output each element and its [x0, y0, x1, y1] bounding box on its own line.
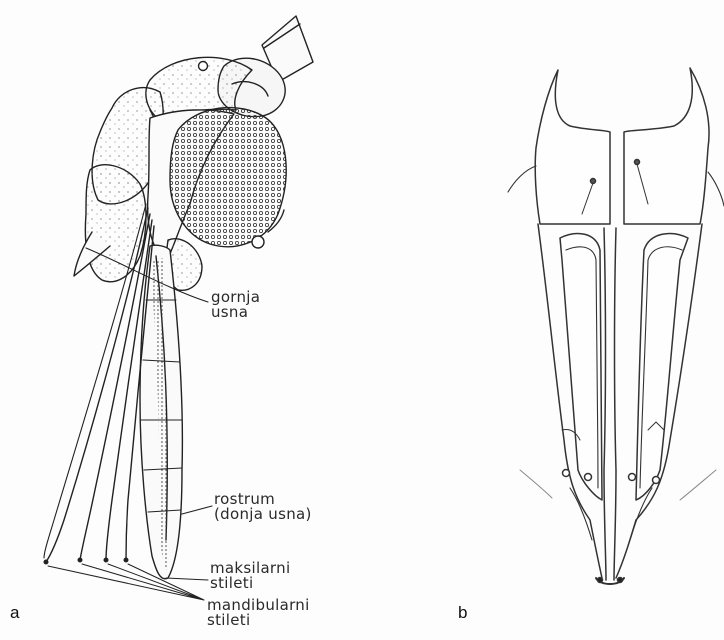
leader-maxillary	[166, 578, 208, 580]
label-rostrum: rostrum (donja usna)	[214, 492, 312, 522]
central-duct	[604, 228, 616, 580]
panel-b-drawing	[508, 68, 724, 584]
label-mandibular-stylets: mandibularni stileti	[207, 598, 310, 628]
leader-mandibular	[48, 564, 204, 600]
compound-eye	[170, 108, 286, 247]
leader-rostrum	[182, 506, 212, 514]
label-maxillary-stylets: maksilarni stileti	[210, 561, 290, 591]
panel-letter-b: b	[458, 603, 467, 623]
label-upper-lip: gornja usna	[211, 290, 260, 320]
left-plate	[535, 70, 610, 224]
gena-lobe	[85, 165, 146, 282]
panel-letter-a: a	[10, 603, 19, 623]
right-plate	[624, 68, 709, 224]
